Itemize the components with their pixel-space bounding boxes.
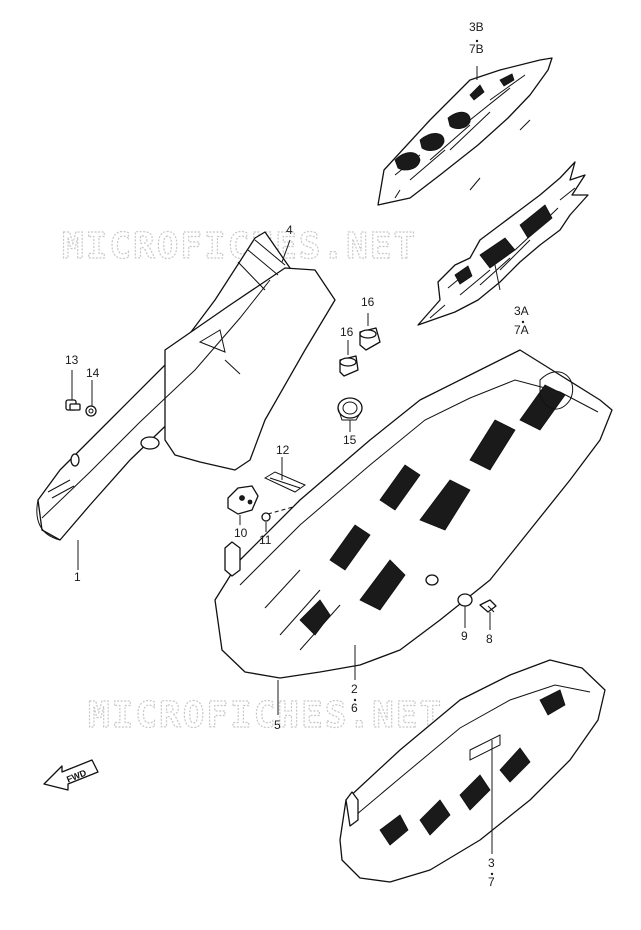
dashed-connector-11 [267,504,301,515]
callout-1: 1 [74,570,81,584]
callout-5: 5 [274,718,281,732]
callout-16-upper: 16 [361,295,375,309]
frame-cover-left-upper [36,231,336,541]
callout-14: 14 [86,366,100,380]
callout-10: 10 [234,526,248,540]
callout-2-6-dot [353,698,357,702]
callout-9: 9 [461,629,468,643]
callout-3b-7b-dot [475,39,479,43]
callout-16-lower: 16 [340,325,354,339]
callout-7b: 7B [469,42,484,56]
callout-11: 11 [259,533,272,547]
callout-7: 7 [488,875,495,889]
grommet-15 [337,397,363,421]
callout-3-7-dot [490,872,494,876]
callout-3a-7a-dot [521,320,525,324]
bracket-10 [227,485,259,515]
callout-7a: 7A [514,323,529,337]
grommet-16-lower [339,355,359,377]
watermark-top: MICROFICHES.NET [62,226,417,267]
callout-3: 3 [488,856,495,870]
callout-4: 4 [286,223,293,237]
callout-6: 6 [351,701,358,715]
watermark-bottom: MICROFICHES.NET [88,695,443,736]
callout-2: 2 [351,682,358,696]
fwd-arrow-icon: FWD [43,759,99,791]
lower-cover [339,659,606,883]
emblem-3a-7a [417,161,589,326]
leader-lines [71,66,501,854]
callout-15: 15 [343,433,357,447]
callout-12: 12 [276,443,290,457]
callout-8: 8 [486,632,493,646]
screw-8 [479,599,497,613]
callout-3b: 3B [469,20,484,34]
side-cover-main [214,349,613,679]
grommet-16-upper [359,327,381,351]
emblem-3b-7b [377,57,553,206]
washer-11 [261,512,271,522]
callout-3a: 3A [514,304,529,318]
clip-12 [263,471,307,493]
callout-13: 13 [65,353,79,367]
screw-13 [65,399,81,411]
washer-14 [85,405,97,417]
